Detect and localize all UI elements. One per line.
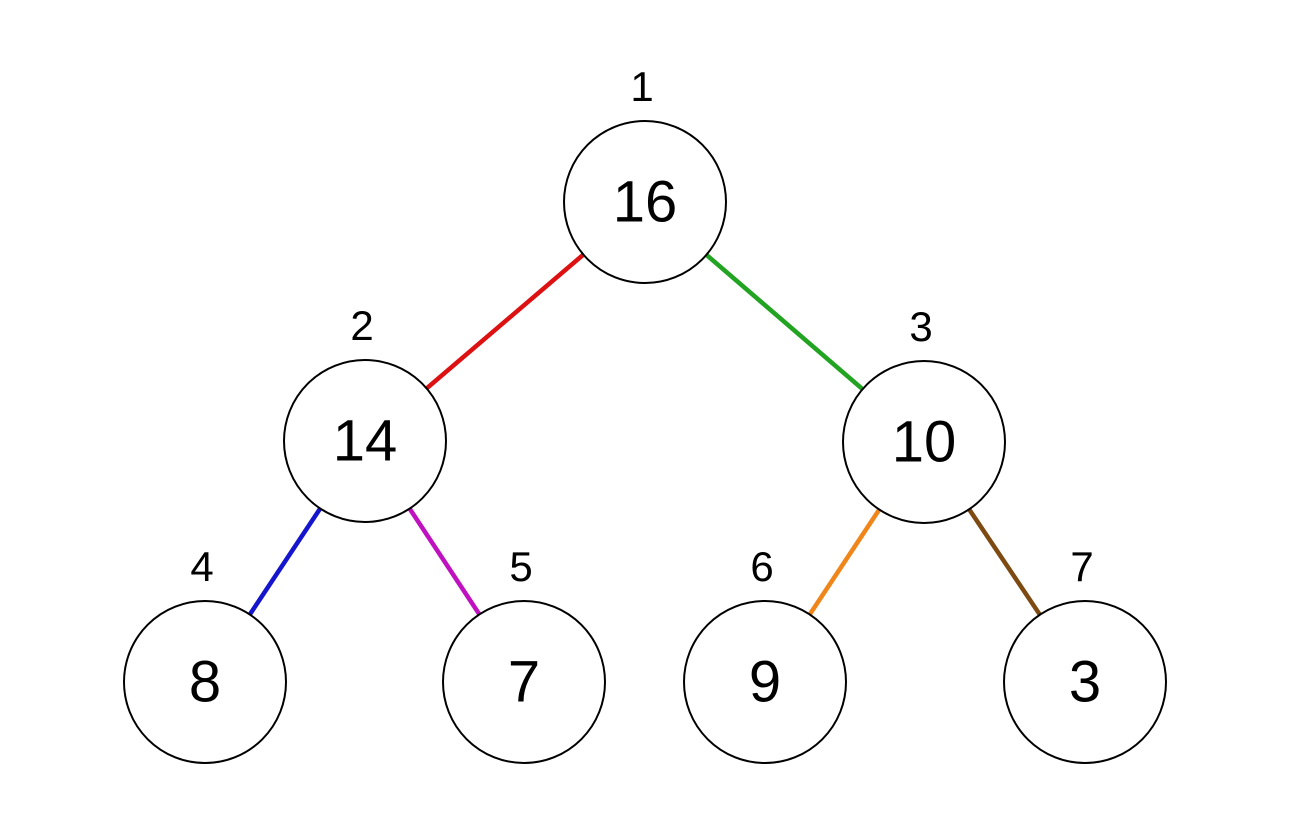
node-value-7: 7 xyxy=(508,650,540,715)
tree-node-3: 37 xyxy=(1003,543,1167,764)
node-circle-3 xyxy=(1003,600,1167,764)
node-index-label-2: 2 xyxy=(350,302,373,349)
tree-node-8: 84 xyxy=(123,543,287,764)
node-circle-8 xyxy=(123,600,287,764)
node-circle-16 xyxy=(563,120,727,284)
node-index-label-1: 1 xyxy=(630,63,653,110)
node-value-14: 14 xyxy=(333,409,398,474)
node-circle-14 xyxy=(283,359,447,523)
tree-node-14: 14 2 xyxy=(283,302,447,523)
node-value-9: 9 xyxy=(749,650,781,715)
node-circle-9 xyxy=(683,600,847,764)
tree-node-7: 75 xyxy=(442,543,606,764)
tree-node-10: 10 3 xyxy=(842,303,1006,524)
node-index-label-5: 5 xyxy=(509,543,532,590)
node-index-label-4: 4 xyxy=(190,543,213,590)
tree-node-16: 16 1 xyxy=(563,63,727,284)
node-circle-7 xyxy=(442,600,606,764)
node-value-10: 10 xyxy=(892,410,957,475)
node-value-8: 8 xyxy=(189,650,221,715)
node-circle-10 xyxy=(842,360,1006,524)
node-index-label-6: 6 xyxy=(750,543,773,590)
tree-node-9: 96 xyxy=(683,543,847,764)
node-index-label-7: 7 xyxy=(1070,543,1093,590)
node-value-16: 16 xyxy=(613,170,678,235)
node-value-3: 3 xyxy=(1069,650,1101,715)
node-index-label-3: 3 xyxy=(909,303,932,350)
